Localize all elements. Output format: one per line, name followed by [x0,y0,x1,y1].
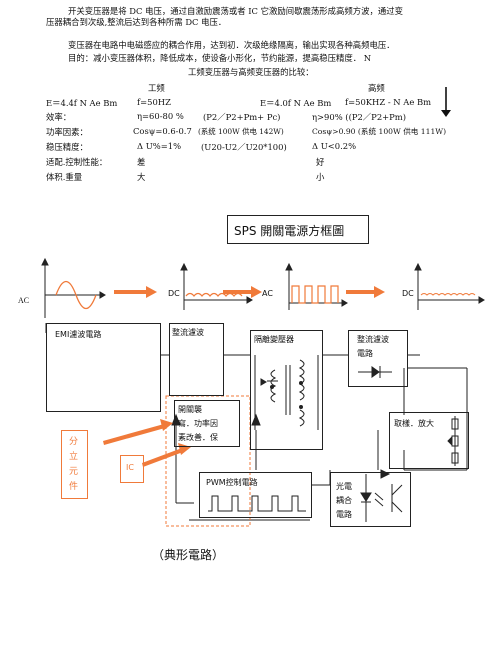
intro-line-1: 开关变压器是将 DC 电压，通过自激励震荡或者 IC 它激励间歇震荡形成高频方波… [68,6,403,16]
ic-label: IC [126,463,134,472]
row-ctrl-d: 好 [316,157,325,167]
switch-label-3: 素改善．保 [178,433,218,442]
output-diode-icon [358,366,392,378]
sample-resistors-icon [447,416,459,466]
row-ctrl-b: 差 [137,157,146,167]
row-eff-b: η=60-80 % [137,111,184,121]
row-formula-a: E＝4.4f N Ae Bm [46,98,118,108]
row-reg-c: (U20-U2／U20*100) [201,142,287,152]
row-formula-d: f=50KHZ - N Ae Bm [345,97,432,107]
switch-label-1: 開關襲 [178,405,202,414]
down-arrow-icon [441,87,451,117]
comparison-title: 工频变压器与高频变压器的比较： [188,67,314,77]
signal-label-ac-in: AC [18,296,30,305]
optocoupler-label-3: 電路 [336,510,352,519]
isolation-transformer-block: 隔離變壓器 [250,330,323,450]
row-eff-a: 效率： [46,112,72,122]
row-formula-b: f=50HZ [137,97,171,107]
diagram-caption: （典形電路） [152,548,225,562]
rectifier-filter-label: 整流濾波 [172,328,204,337]
col-left-header: 工频 [148,83,165,93]
diagram-title-box: SPS 開關電源方框圖 [227,215,369,244]
pwm-control-block: PWM控制電路 [199,472,312,518]
row-size-d: 小 [316,172,325,182]
intro-line-3: 变压器在电路中电磁感应的耦合作用，达到初．次级绝缘隔离，输出实现各种高频电压． [68,40,395,50]
transformer-icon [254,355,319,430]
pwm-waveform-icon [208,495,306,512]
emi-filter-block: EMI濾波電路 [46,323,161,412]
discrete-char-2: 立 [69,452,79,462]
switch-pfc-block: 開關襲 寫．功率因 素改善．保 [174,400,240,447]
output-rectifier-label-2: 電路 [357,349,373,358]
row-pf-c: (系统 100W 供电 142W) [198,127,284,136]
waveform-graphs [41,257,485,318]
row-eff-d: η>90% ((P2／P2+Pm) [312,112,407,122]
row-pf-a: 功率因素： [46,127,88,137]
row-size-b: 大 [137,172,146,182]
signal-label-dc-out: DC [402,289,414,298]
row-formula-c: E＝4.0f N Ae Bm [260,98,332,108]
col-right-header: 高频 [368,83,385,93]
output-rectifier-block: 整流濾波 電路 [348,330,408,387]
isolation-transformer-label: 隔離變壓器 [254,335,294,344]
discrete-char-1: 分 [69,437,79,447]
row-eff-c: (P2／P2+Pm+ Pc) [203,112,281,122]
sample-amplifier-block: 取樣．放大 [389,412,469,469]
optocoupler-label-1: 光電 [336,482,352,491]
row-reg-a: 稳压精度： [46,142,88,152]
switch-label-2: 寫．功率因 [178,419,218,428]
ic-box: IC [120,455,144,483]
intro-line-2: 压器耦合到次级,整流后达到各种所需 DC 电压． [46,17,227,27]
output-rectifier-label-1: 整流濾波 [357,335,389,344]
row-reg-d: Δ U<0.2% [312,141,357,151]
emi-filter-label: EMI濾波電路 [55,330,102,339]
optocoupler-icon [360,474,403,522]
signal-label-ac-mid: AC [262,289,273,298]
row-pf-d: Cosψ>0.90 (系统 100W 供电 111W) [312,127,447,136]
row-reg-b: Δ U%=1% [137,141,182,151]
primary-side-dashed-frame [165,395,251,527]
discrete-components-box: 分 立 元 件 [61,430,88,499]
row-size-a: 体积.重量 [46,172,83,182]
optocoupler-label-2: 耦合 [336,496,352,505]
rectifier-filter-block: 整流濾波 [169,323,224,396]
row-ctrl-a: 适配.控制性能： [46,157,108,167]
signal-label-dc1: DC [168,289,180,298]
optocoupler-block: 光電 耦合 電路 [330,472,411,527]
diagram-title: SPS 開關電源方框圖 [234,224,345,238]
intro-line-4: 目的：减小变压器体积，降低成本，使设备小形化，节约能源，提高稳压精度． N [68,53,372,63]
row-pf-b: Cosψ=0.6-0.7 [133,126,192,136]
discrete-char-4: 件 [69,482,79,492]
signal-flow-arrows [114,286,385,298]
sample-amplifier-label: 取樣．放大 [394,419,434,428]
pwm-control-label: PWM控制電路 [206,478,258,487]
discrete-char-3: 元 [69,467,79,477]
